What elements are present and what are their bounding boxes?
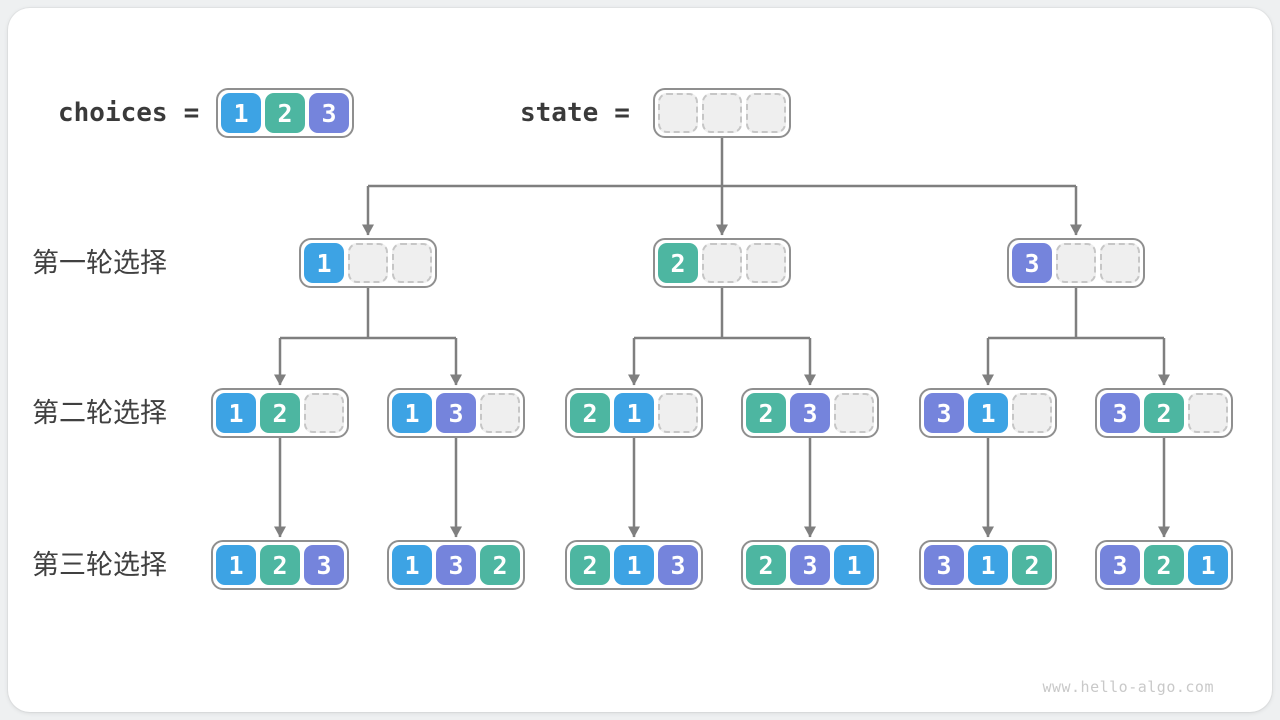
value-slot-1: 1 xyxy=(216,545,256,585)
empty-slot xyxy=(702,243,742,283)
value-slot-3: 3 xyxy=(1100,545,1140,585)
value-slot-1: 1 xyxy=(221,93,261,133)
state-array-root xyxy=(653,88,791,138)
value-slot-1: 1 xyxy=(614,545,654,585)
value-slot-1: 1 xyxy=(614,393,654,433)
value-slot-3: 3 xyxy=(658,545,698,585)
value-slot-3: 3 xyxy=(1012,243,1052,283)
state-node-round1-1: 1 xyxy=(299,238,437,288)
value-slot-1: 1 xyxy=(1188,545,1228,585)
empty-slot xyxy=(304,393,344,433)
value-slot-1: 1 xyxy=(968,393,1008,433)
value-slot-1: 1 xyxy=(392,545,432,585)
value-slot-2: 2 xyxy=(1012,545,1052,585)
empty-slot xyxy=(1188,393,1228,433)
value-slot-3: 3 xyxy=(790,545,830,585)
empty-slot xyxy=(746,93,786,133)
value-slot-1: 1 xyxy=(304,243,344,283)
value-slot-3: 3 xyxy=(309,93,349,133)
empty-slot xyxy=(834,393,874,433)
value-slot-1: 1 xyxy=(834,545,874,585)
state-equals-sign: = xyxy=(614,98,630,128)
empty-slot xyxy=(1056,243,1096,283)
state-label-group: state = xyxy=(520,88,630,138)
round-1-label: 第一轮选择 xyxy=(32,248,167,278)
value-slot-3: 3 xyxy=(790,393,830,433)
value-slot-2: 2 xyxy=(265,93,305,133)
empty-slot xyxy=(746,243,786,283)
value-slot-3: 3 xyxy=(924,545,964,585)
empty-slot xyxy=(348,243,388,283)
value-slot-1: 1 xyxy=(216,393,256,433)
value-slot-3: 3 xyxy=(436,545,476,585)
state-label: state xyxy=(520,98,599,128)
choices-label: choices xyxy=(58,98,168,128)
value-slot-2: 2 xyxy=(570,393,610,433)
value-slot-3: 3 xyxy=(436,393,476,433)
value-slot-2: 2 xyxy=(658,243,698,283)
value-slot-1: 1 xyxy=(392,393,432,433)
value-slot-2: 2 xyxy=(746,393,786,433)
value-slot-1: 1 xyxy=(968,545,1008,585)
empty-slot xyxy=(702,93,742,133)
value-slot-2: 2 xyxy=(570,545,610,585)
state-node-round1-2: 2 xyxy=(653,238,791,288)
value-slot-2: 2 xyxy=(746,545,786,585)
watermark: www.hello-algo.com xyxy=(1042,678,1214,696)
state-node-round1-3: 3 xyxy=(1007,238,1145,288)
empty-slot xyxy=(658,393,698,433)
choices-label-group: choices = xyxy=(58,88,199,138)
value-slot-2: 2 xyxy=(1144,545,1184,585)
empty-slot xyxy=(1100,243,1140,283)
round-2-label: 第二轮选择 xyxy=(32,398,167,428)
empty-slot xyxy=(1012,393,1052,433)
choices-equals-sign: = xyxy=(183,98,200,128)
empty-slot xyxy=(480,393,520,433)
value-slot-2: 2 xyxy=(260,545,300,585)
value-slot-2: 2 xyxy=(260,393,300,433)
value-slot-3: 3 xyxy=(1100,393,1140,433)
value-slot-2: 2 xyxy=(480,545,520,585)
value-slot-2: 2 xyxy=(1144,393,1184,433)
empty-slot xyxy=(392,243,432,283)
empty-slot xyxy=(658,93,698,133)
value-slot-3: 3 xyxy=(924,393,964,433)
round-3-label: 第三轮选择 xyxy=(32,550,167,580)
value-slot-3: 3 xyxy=(304,545,344,585)
